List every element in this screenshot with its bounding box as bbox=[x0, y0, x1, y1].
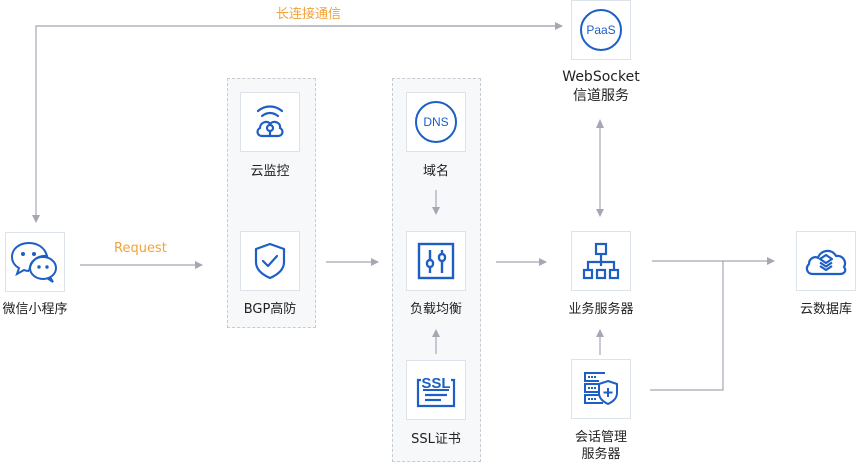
dns-icon-text: DNS bbox=[423, 115, 449, 129]
server-shield-icon bbox=[584, 372, 618, 406]
business-server-node[interactable] bbox=[571, 231, 631, 291]
paas-icon: PaaS bbox=[580, 9, 622, 51]
wechat-icon bbox=[10, 242, 57, 283]
hierarchy-icon bbox=[582, 242, 620, 280]
bgp-node[interactable] bbox=[240, 231, 300, 291]
business-server-label: 业务服务器 bbox=[568, 302, 634, 317]
edge-session-to-db bbox=[650, 261, 724, 391]
load-balancer-node[interactable] bbox=[406, 231, 466, 291]
dns-node[interactable]: DNS bbox=[406, 92, 466, 152]
paas-icon-text: PaaS bbox=[586, 23, 616, 37]
cloud-database-icon bbox=[805, 249, 847, 276]
wechat-label: 微信小程序 bbox=[2, 302, 68, 317]
dns-icon: DNS bbox=[415, 101, 457, 143]
paas-label-line2: 信道服务 bbox=[573, 88, 629, 104]
cloud-monitor-icon bbox=[256, 105, 284, 138]
cloud-db-node[interactable] bbox=[796, 231, 856, 291]
long-connection-label: 长连接通信 bbox=[276, 7, 342, 22]
load-balancer-label: 负载均衡 bbox=[409, 302, 462, 317]
cloud-monitor-node[interactable] bbox=[240, 92, 300, 152]
request-label: Request bbox=[114, 241, 167, 256]
dns-label: 域名 bbox=[422, 164, 449, 179]
sliders-icon bbox=[417, 242, 455, 280]
paas-label-line1: WebSocket bbox=[562, 69, 640, 85]
ssl-node[interactable]: SSL bbox=[406, 360, 466, 420]
ssl-label: SSL证书 bbox=[411, 432, 461, 447]
session-server-label-line2: 服务器 bbox=[581, 447, 621, 462]
cloud-db-label: 云数据库 bbox=[799, 302, 852, 317]
session-server-label-line1: 会话管理 bbox=[574, 430, 627, 445]
paas-node[interactable]: PaaS bbox=[571, 0, 631, 60]
ssl-icon-text: SSL bbox=[421, 375, 450, 392]
cloud-monitor-label: 云监控 bbox=[250, 164, 290, 179]
ssl-certificate-icon: SSL bbox=[416, 375, 456, 408]
shield-check-icon bbox=[254, 242, 286, 280]
wechat-node[interactable] bbox=[5, 232, 65, 292]
session-server-node[interactable] bbox=[571, 359, 631, 419]
bgp-label: BGP高防 bbox=[243, 302, 297, 317]
